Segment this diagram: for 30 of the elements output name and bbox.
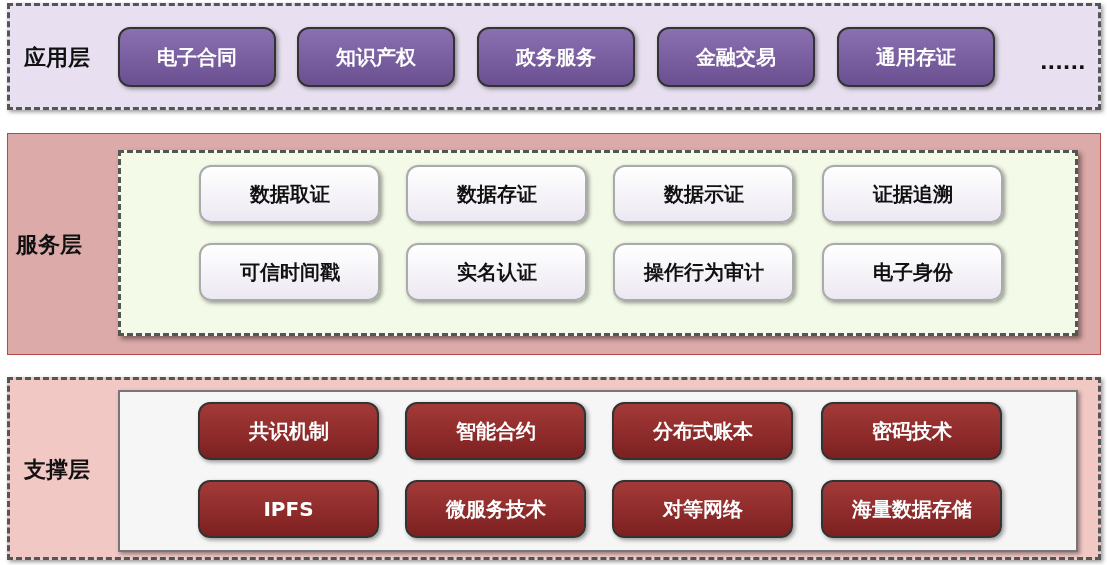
ellipsis-text: ...... xyxy=(1040,50,1086,74)
module-pill: 知识产权 xyxy=(297,27,455,87)
inner-panel xyxy=(118,150,1078,336)
module-pill: 实名认证 xyxy=(406,243,587,301)
module-pill: 操作行为审计 xyxy=(613,243,794,301)
module-pill: 对等网络 xyxy=(612,480,793,538)
layer-title: 服务层 xyxy=(16,231,82,259)
module-pill: 数据存证 xyxy=(406,165,587,223)
module-pill: 海量数据存储 xyxy=(821,480,1002,538)
module-pill: 电子合同 xyxy=(118,27,276,87)
module-pill: 证据追溯 xyxy=(822,165,1003,223)
layer-band xyxy=(7,377,1101,560)
module-pill: 可信时间戳 xyxy=(199,243,380,301)
module-pill: IPFS xyxy=(198,480,379,538)
layer-title: 支撑层 xyxy=(24,456,90,484)
inner-panel xyxy=(118,390,1078,552)
module-pill: 共识机制 xyxy=(198,402,379,460)
layer-band xyxy=(7,133,1101,355)
module-pill: 通用存证 xyxy=(837,27,995,87)
layer-band xyxy=(7,3,1101,110)
module-pill: 数据取证 xyxy=(199,165,380,223)
module-pill: 密码技术 xyxy=(821,402,1002,460)
module-pill: 金融交易 xyxy=(657,27,815,87)
module-pill: 电子身份 xyxy=(822,243,1003,301)
module-pill: 政务服务 xyxy=(477,27,635,87)
module-pill: 智能合约 xyxy=(405,402,586,460)
module-pill: 分布式账本 xyxy=(612,402,793,460)
module-pill: 微服务技术 xyxy=(405,480,586,538)
module-pill: 数据示证 xyxy=(613,165,794,223)
layer-title: 应用层 xyxy=(24,44,90,72)
